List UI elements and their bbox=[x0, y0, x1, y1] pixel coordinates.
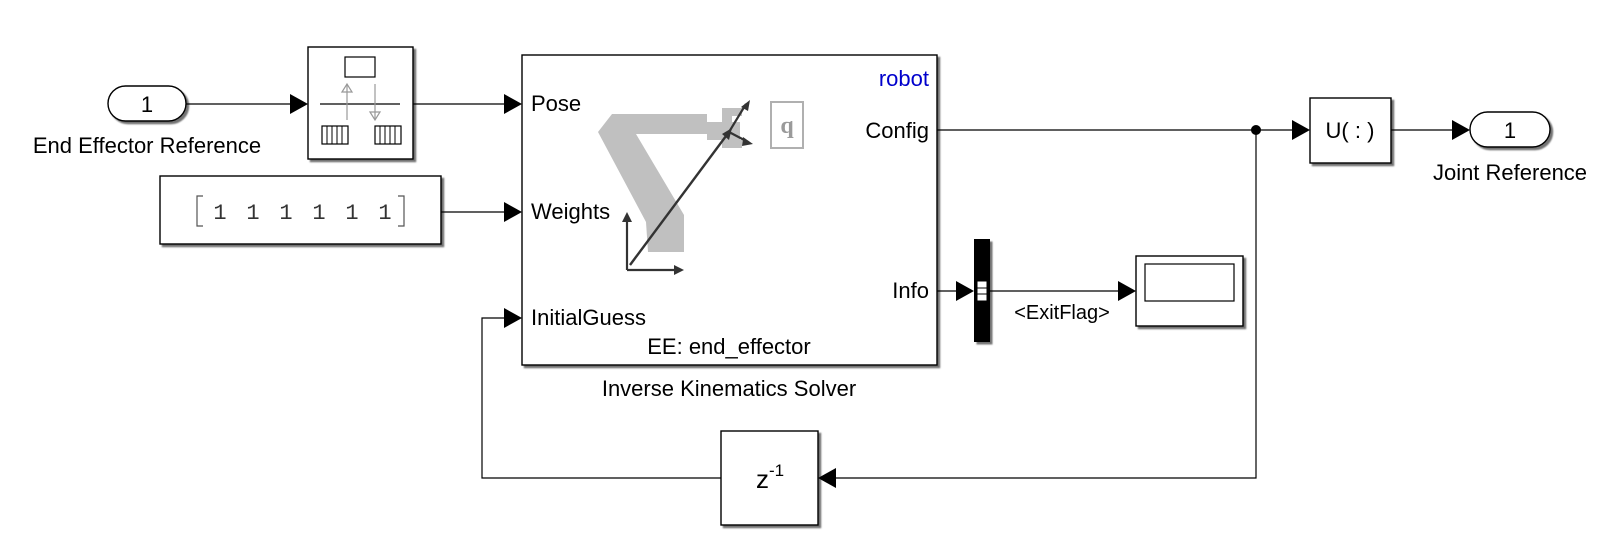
weights-entry: 1 bbox=[345, 201, 358, 226]
outport-number: 1 bbox=[1504, 118, 1516, 143]
inport-label: End Effector Reference bbox=[33, 133, 261, 158]
reshape-frame[interactable] bbox=[1309, 97, 1392, 164]
display-icon bbox=[1144, 263, 1235, 302]
unit-delay-frame[interactable] bbox=[720, 430, 819, 526]
ik-ee-label: EE: end_effector bbox=[647, 334, 811, 359]
weights-frame[interactable] bbox=[159, 175, 442, 245]
unit-delay-label: z-1 bbox=[756, 461, 784, 494]
inverse-kinematics-solver-block[interactable]: robot Pose Weights InitialGuess Config I… bbox=[521, 54, 938, 401]
ik-block-title: Inverse Kinematics Solver bbox=[602, 376, 856, 401]
unit-delay-exponent: -1 bbox=[769, 461, 784, 480]
pose-selector-frame[interactable] bbox=[307, 46, 414, 160]
wire-feedback[interactable] bbox=[836, 130, 1257, 479]
info-bus-selector[interactable]: <ExitFlag> bbox=[974, 239, 1110, 342]
unit-delay-block[interactable]: z-1 bbox=[720, 430, 819, 526]
outport-shape[interactable] bbox=[1469, 111, 1551, 148]
ik-port-initialguess: InitialGuess bbox=[531, 305, 646, 330]
arrowhead-display-in bbox=[1118, 281, 1136, 301]
display-block[interactable] bbox=[1135, 255, 1244, 327]
left-bracket bbox=[196, 195, 203, 227]
weights-entry: 1 bbox=[246, 201, 259, 226]
ik-port-pose: Pose bbox=[531, 91, 581, 116]
outport-joint-reference[interactable]: 1 Joint Reference bbox=[1433, 111, 1587, 185]
ik-port-info: Info bbox=[892, 278, 929, 303]
ik-q-label: q bbox=[780, 113, 794, 139]
arrowhead-weights-in bbox=[504, 202, 522, 222]
arrowhead-initialguess-in bbox=[504, 308, 522, 328]
unit-delay-base: z bbox=[756, 464, 769, 494]
ik-port-config: Config bbox=[865, 118, 929, 143]
bus-selector-icon bbox=[320, 56, 402, 145]
weights-entry: 1 bbox=[213, 201, 226, 226]
ik-port-weights: Weights bbox=[531, 199, 610, 224]
display-frame[interactable] bbox=[1135, 255, 1244, 327]
inport-end-effector-reference[interactable]: 1 End Effector Reference bbox=[33, 85, 261, 158]
weights-entry: 1 bbox=[312, 201, 325, 226]
inport-shape[interactable] bbox=[107, 85, 187, 122]
signal-lines bbox=[186, 94, 1470, 488]
outport-label: Joint Reference bbox=[1433, 160, 1587, 185]
reshape-label: U( : ) bbox=[1326, 118, 1375, 143]
wire-initial-guess[interactable] bbox=[481, 317, 721, 479]
arrowhead-outport-in bbox=[1452, 120, 1470, 140]
weights-entry: 1 bbox=[378, 201, 391, 226]
pose-selector-block[interactable] bbox=[307, 46, 414, 160]
ik-robot-label: robot bbox=[879, 66, 929, 91]
arrowhead-pose-in bbox=[504, 94, 522, 114]
exitflag-signal-label: <ExitFlag> bbox=[1014, 302, 1110, 324]
right-bracket bbox=[398, 195, 405, 227]
robot-arm-icon: q bbox=[598, 100, 804, 275]
ik-solver-frame[interactable] bbox=[521, 54, 938, 366]
arrowhead-delay-in bbox=[818, 468, 836, 488]
arrowhead-info-in bbox=[956, 281, 974, 301]
weights-entry: 1 bbox=[279, 201, 292, 226]
inport-number: 1 bbox=[141, 92, 153, 117]
bus-selector-port bbox=[976, 280, 988, 302]
reshape-block[interactable]: U( : ) bbox=[1309, 97, 1392, 164]
arrowhead-selector-in bbox=[290, 94, 308, 114]
arrowhead-reshape-in bbox=[1292, 120, 1310, 140]
